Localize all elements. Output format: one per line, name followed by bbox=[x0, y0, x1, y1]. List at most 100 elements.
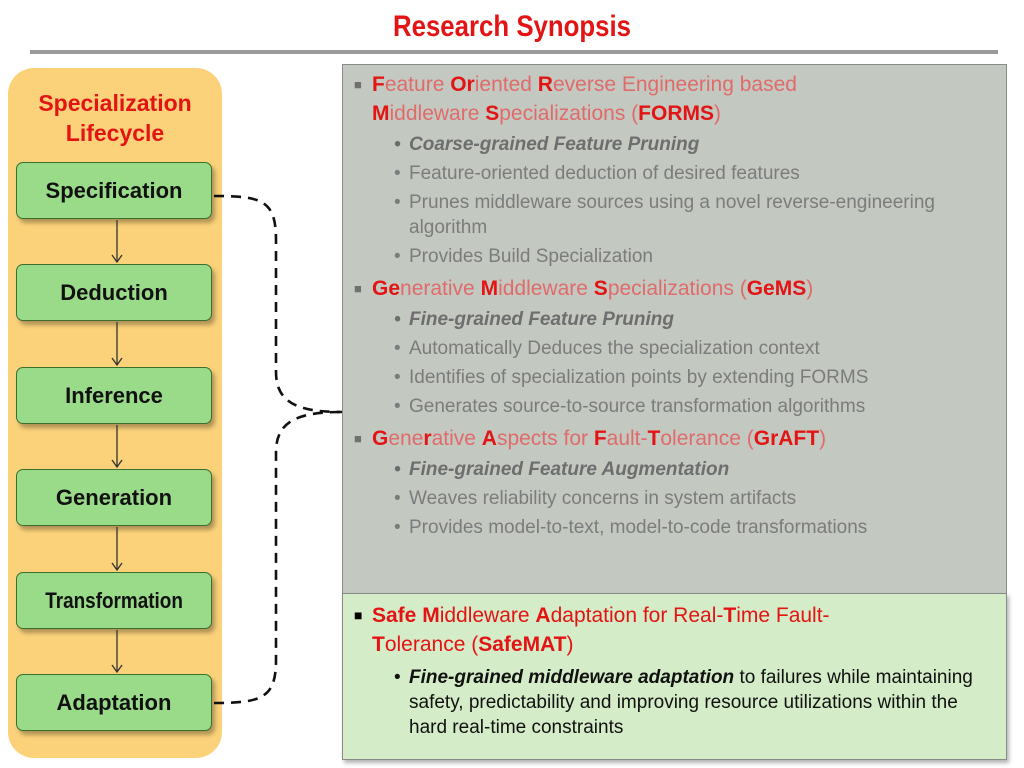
heading-bold-run: R bbox=[537, 73, 553, 96]
slide-title: Research Synopsis bbox=[392, 10, 632, 43]
heading-run: ) bbox=[713, 102, 721, 125]
stage-inference: Inference bbox=[16, 367, 212, 424]
bullet-dot-icon: • bbox=[394, 396, 401, 417]
heading-run: olerance ( bbox=[384, 633, 479, 656]
stage-label: Deduction bbox=[60, 279, 168, 305]
lifecycle-title: Specialization Lifecycle bbox=[8, 88, 222, 148]
bullet-dot-icon: • bbox=[394, 163, 401, 184]
heading-bold-run: SafeMAT bbox=[478, 633, 567, 656]
safemat-item: • Fine-grained middleware adaptation to … bbox=[352, 665, 992, 740]
heading-run: ) bbox=[819, 427, 827, 450]
square-bullet-icon: ■ bbox=[354, 431, 362, 446]
heading-bold-run: M bbox=[372, 102, 390, 125]
square-bullet-icon: ■ bbox=[354, 281, 362, 296]
heading-bold-run: A bbox=[535, 604, 551, 627]
bullet-dot-icon: • bbox=[394, 246, 401, 267]
heading-bold-run: F bbox=[593, 427, 607, 450]
project-bullet-item: •Generates source-to-source transformati… bbox=[352, 394, 1002, 419]
bullet-dot-icon: • bbox=[394, 134, 401, 155]
arrow-head bbox=[111, 664, 123, 674]
heading-bold-run: T bbox=[647, 427, 661, 450]
heading-run: pecializations ( bbox=[499, 102, 639, 125]
bullet-text: Weaves reliability concerns in system ar… bbox=[409, 488, 797, 509]
safemat-heading: ■ Safe Middleware Adaptation for Real-Ti… bbox=[352, 601, 992, 659]
lifecycle-title-line1: Specialization bbox=[38, 90, 192, 116]
heading-bold-run: G bbox=[372, 427, 389, 450]
heading-run: iddleware bbox=[498, 277, 594, 300]
project-bullet-item: • Fine-grained Feature Pruning bbox=[352, 307, 1002, 332]
heading-run: ene bbox=[388, 427, 424, 450]
heading-bold-run: r bbox=[423, 427, 432, 450]
brace-lower-dashed bbox=[213, 410, 343, 705]
arrow-head bbox=[111, 459, 123, 469]
project-bullet-item: • Identifies of specialization points by … bbox=[352, 365, 1002, 390]
heading-bold-run: S bbox=[593, 277, 608, 300]
project-bullet-item: • Automatically Deduces the specializatio… bbox=[352, 336, 1002, 361]
project-bullet-item: • Provides Build Specialization bbox=[352, 244, 1002, 269]
stage-specification: Specification bbox=[16, 162, 212, 219]
bullet-text: Fine-grained Feature Pruning bbox=[409, 309, 674, 330]
stage-label: Inference bbox=[65, 382, 163, 408]
heading-run: olerance ( bbox=[660, 427, 754, 450]
bullet-dot-icon: • bbox=[394, 488, 401, 509]
stage-label: Transformation bbox=[45, 587, 183, 613]
stage-label: Adaptation bbox=[56, 689, 172, 715]
safemat-heading-text: Safe Middleware Adaptation for Real-Time… bbox=[372, 604, 830, 656]
stage-label: Specification bbox=[45, 177, 183, 203]
arrow-head bbox=[111, 357, 123, 367]
heading-run: eature bbox=[384, 73, 451, 96]
heading-run: daptation for Real- bbox=[550, 604, 724, 627]
heading-run: ault- bbox=[606, 427, 648, 450]
project-bullet-item: • Weaves reliability concerns in system a… bbox=[352, 486, 1002, 511]
project-bullet-item: • Feature-oriented deduction of desired f… bbox=[352, 161, 1002, 186]
heading-run: iddleware bbox=[389, 102, 486, 125]
safemat-panel bbox=[342, 593, 1007, 760]
heading-bold-run: S bbox=[485, 102, 500, 125]
bullet-text: Feature-oriented deduction of desired fe… bbox=[409, 163, 800, 184]
bullet-dot-icon: • bbox=[394, 459, 401, 480]
heading-run: ime Fault- bbox=[736, 604, 830, 627]
bullet-text: Coarse-grained Feature Pruning bbox=[409, 134, 700, 155]
project-bullet-item: •Fine-grained Feature Augmentation bbox=[352, 457, 1002, 482]
heading-bold-run: GrAFT bbox=[753, 427, 820, 450]
heading-run: ) bbox=[566, 633, 574, 656]
stage-adaptation: Adaptation bbox=[16, 674, 212, 731]
heading-run: ative bbox=[431, 427, 482, 450]
project-bullet-item: • Prunes middleware sources using a novel… bbox=[352, 190, 1002, 240]
stage-transformation: Transformation bbox=[16, 572, 212, 629]
safemat-item-rest: to failures while maintaining safety, pr… bbox=[409, 667, 973, 738]
project-heading: ■Generative Aspects for Fault-Tolerance … bbox=[352, 424, 1002, 453]
stage-deduction: Deduction bbox=[16, 264, 212, 321]
bullet-text: Prunes middleware sources using a novel … bbox=[409, 192, 935, 238]
bullet-text: Identifies of specialization points by e… bbox=[409, 367, 869, 388]
square-bullet-icon: ■ bbox=[354, 77, 362, 92]
bullet-dot-icon: • bbox=[394, 309, 401, 330]
square-bullet-icon: ■ bbox=[354, 607, 363, 623]
arrow-head bbox=[111, 562, 123, 572]
heading-bold-run: T bbox=[372, 633, 385, 656]
title-divider bbox=[30, 50, 998, 54]
bullet-dot-icon: • bbox=[394, 667, 401, 688]
heading-bold-run: GeMS bbox=[746, 277, 807, 300]
heading-bold-run: Or bbox=[450, 73, 475, 96]
lifecycle-title-line2: Lifecycle bbox=[65, 120, 165, 146]
heading-bold-run: F bbox=[372, 73, 385, 96]
brace-upper-dashed bbox=[213, 194, 343, 414]
project-heading: ■ Feature Oriented Reverse Engineering ba… bbox=[352, 70, 1002, 128]
bullet-dot-icon: • bbox=[394, 192, 401, 213]
bullet-text: Automatically Deduces the specialization… bbox=[409, 338, 820, 359]
heading-bold-run: FORMS bbox=[638, 102, 714, 125]
heading-run: everse Engineering based bbox=[552, 73, 797, 96]
heading-run: iented bbox=[474, 73, 538, 96]
safemat-list: ■ Safe Middleware Adaptation for Real-Ti… bbox=[352, 601, 992, 743]
heading-run: iddleware bbox=[439, 604, 536, 627]
stage-arrows bbox=[111, 220, 123, 674]
heading-run: spects for bbox=[496, 427, 594, 450]
bullet-text: Provides Build Specialization bbox=[409, 246, 653, 267]
bullet-dot-icon: • bbox=[394, 338, 401, 359]
heading-run: pecializations ( bbox=[607, 277, 747, 300]
project-bullet-item: •Provides model-to-text, model-to-code t… bbox=[352, 515, 1002, 540]
heading-bold-run: Ge bbox=[372, 277, 401, 300]
bullet-dot-icon: • bbox=[394, 367, 401, 388]
